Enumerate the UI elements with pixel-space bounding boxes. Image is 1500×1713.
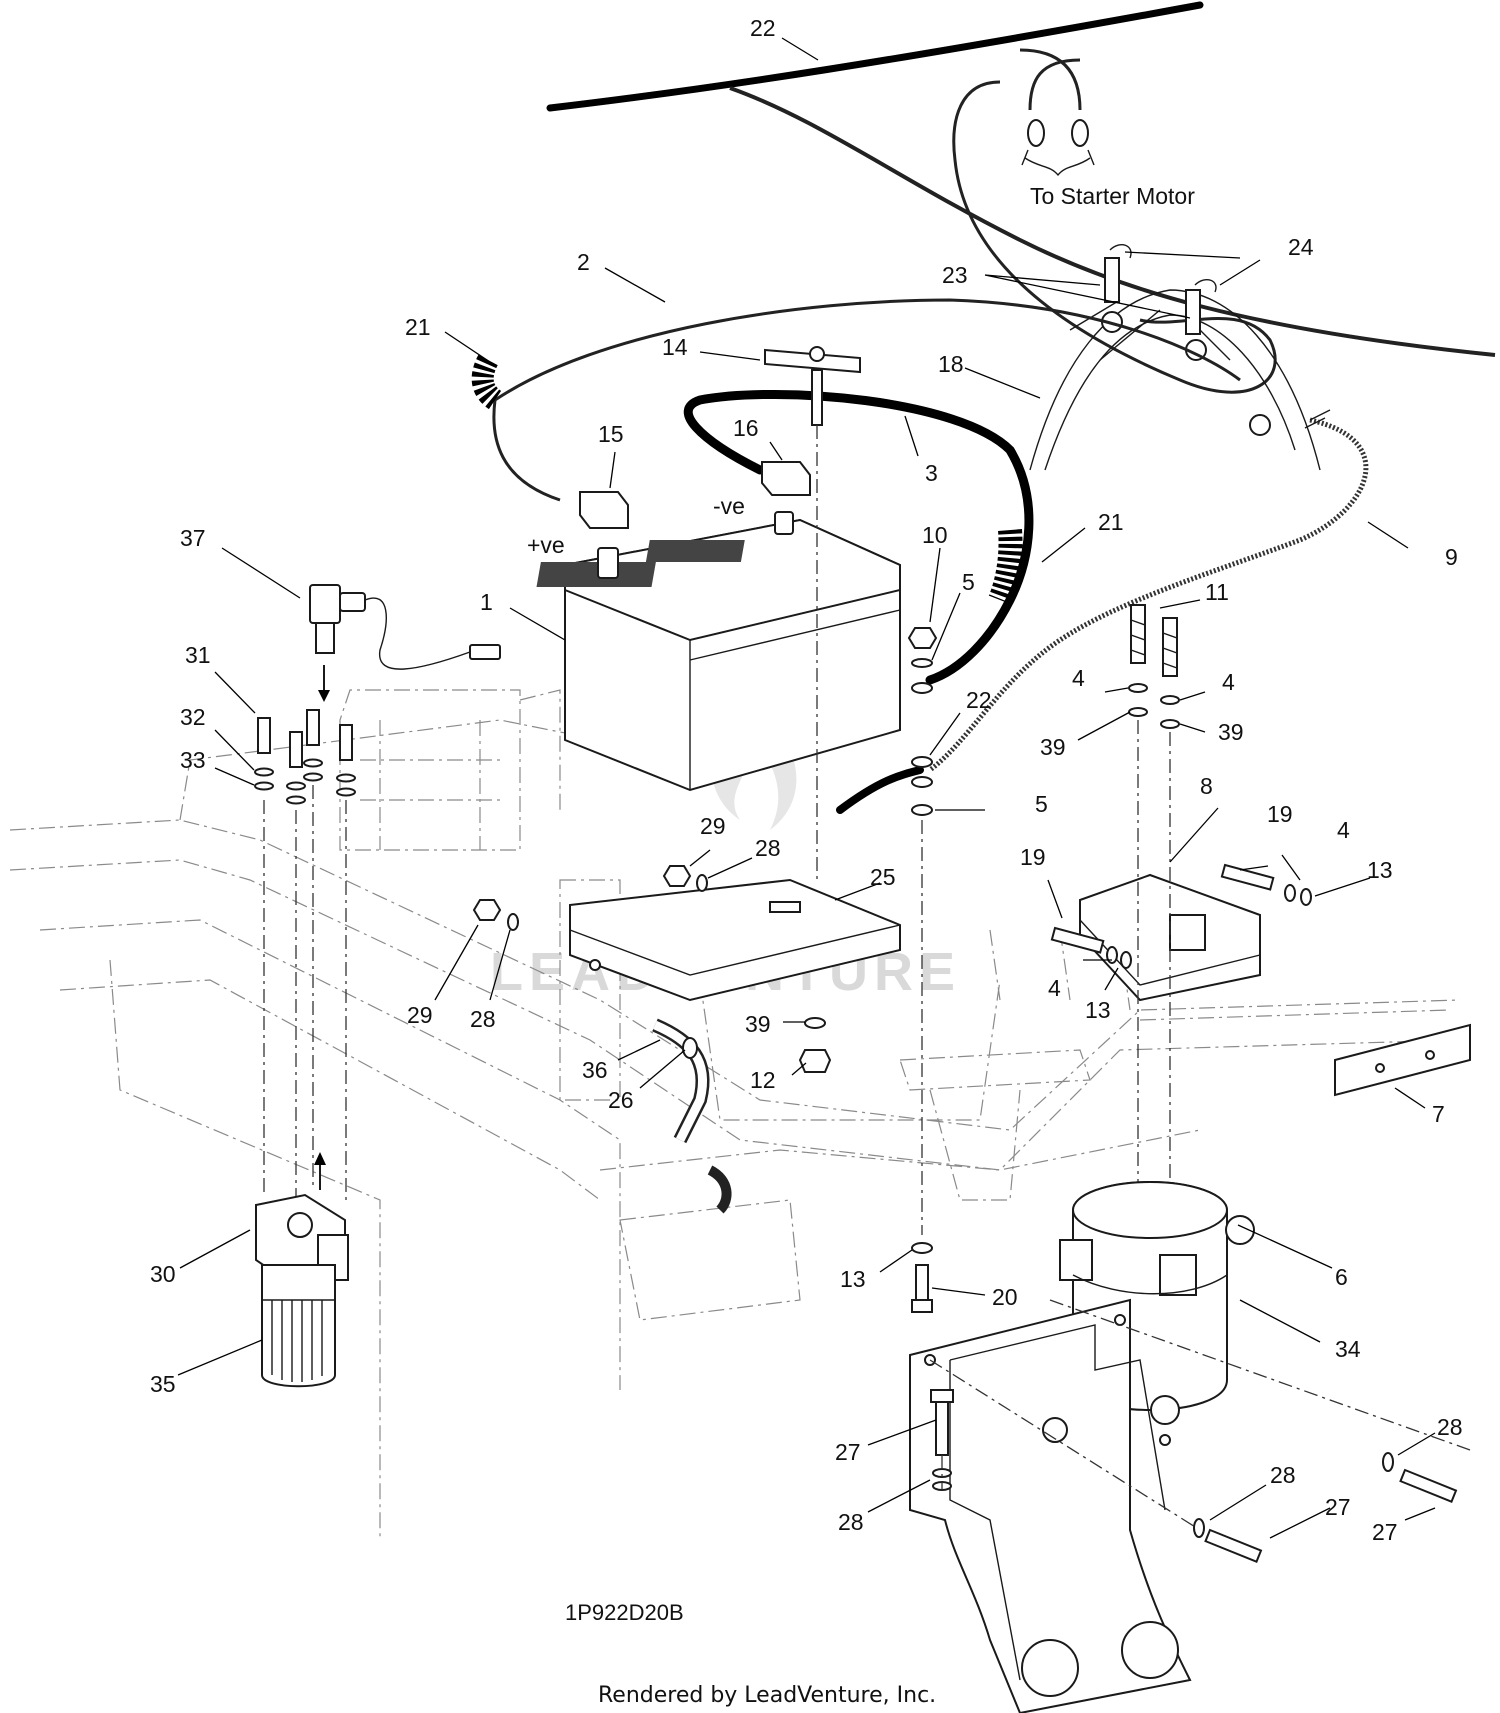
callout-33: 33 [180, 747, 206, 773]
pressure-switch-37 [309, 584, 501, 702]
fasteners-19 [1050, 863, 1312, 969]
callout-28-lower: 28 [470, 1006, 496, 1032]
callout-13-lower: 13 [1085, 997, 1111, 1023]
callout-36: 36 [582, 1057, 608, 1083]
callout-13-far-right: 13 [1367, 857, 1393, 883]
hose-36 [652, 1018, 732, 1214]
fasteners-29 [472, 865, 708, 931]
fender-18 [1029, 257, 1321, 471]
callout-29-lower: 29 [407, 1002, 433, 1028]
cable-2 [471, 298, 1241, 502]
callout-21-right: 21 [1098, 509, 1124, 535]
terminal-cover-16 [761, 461, 811, 496]
note-positive: +ve [527, 532, 565, 558]
callout-21-top: 21 [405, 314, 431, 340]
callout-24: 24 [1288, 234, 1314, 260]
frame-phantom [9, 689, 1461, 1540]
callout-31: 31 [185, 642, 211, 668]
callout-12: 12 [750, 1067, 776, 1093]
callout-25: 25 [870, 864, 896, 890]
callout-4-far-right: 4 [1337, 817, 1350, 843]
callout-26: 26 [608, 1087, 634, 1113]
callout-9: 9 [1445, 544, 1458, 570]
callout-4-right: 4 [1222, 669, 1235, 695]
harness-22: To Starter Motor [546, 1, 1496, 394]
callout-7: 7 [1432, 1101, 1445, 1127]
callout-28-bracket: 28 [1270, 1462, 1296, 1488]
callout-37: 37 [180, 525, 206, 551]
callout-8: 8 [1200, 773, 1213, 799]
cable-3 [683, 389, 1034, 814]
cable-9 [928, 409, 1369, 772]
filter-35 [261, 1264, 336, 1388]
callout-10: 10 [922, 522, 948, 548]
hold-down-14 [764, 346, 861, 426]
callout-5-bottom: 5 [1035, 791, 1048, 817]
callout-32: 32 [180, 704, 206, 730]
callout-labels: 22 24 23 2 21 14 18 15 16 3 9 37 1 10 5 … [150, 15, 1463, 1545]
callout-5-top: 5 [962, 569, 975, 595]
callout-18: 18 [938, 351, 964, 377]
callout-34: 34 [1335, 1336, 1361, 1362]
note-to-starter-motor: To Starter Motor [1030, 183, 1195, 209]
battery-tray-25 [569, 425, 901, 1002]
callout-39-lower: 39 [745, 1011, 771, 1037]
callout-28-far-right: 28 [1437, 1414, 1463, 1440]
callout-16: 16 [733, 415, 759, 441]
callout-2: 2 [577, 249, 590, 275]
strap-7 [1334, 1023, 1471, 1097]
callout-13-bottom: 13 [840, 1266, 866, 1292]
fasteners-10 [798, 627, 938, 1313]
callout-11: 11 [1205, 579, 1229, 605]
clips-23 [1109, 244, 1217, 293]
callout-22-terminal: 22 [966, 687, 992, 713]
callout-22-harness: 22 [750, 15, 776, 41]
render-credit: Rendered by LeadVenture, Inc. [598, 1683, 936, 1708]
callout-27-left: 27 [835, 1439, 861, 1465]
note-negative: -ve [713, 493, 745, 519]
leader-lines [177, 37, 1436, 1539]
callout-19-right: 19 [1267, 801, 1293, 827]
callout-6: 6 [1335, 1264, 1348, 1290]
callout-27-far-right: 27 [1372, 1519, 1398, 1545]
callout-30: 30 [150, 1261, 176, 1287]
drawing-number: 1P922D20B [565, 1600, 684, 1625]
callout-3: 3 [925, 460, 938, 486]
fasteners-31 [254, 709, 356, 1200]
callout-23: 23 [942, 262, 968, 288]
callout-27-middle: 27 [1325, 1494, 1351, 1520]
callout-14: 14 [662, 334, 688, 360]
battery-1: +ve -ve [527, 493, 901, 792]
callout-28-left: 28 [838, 1509, 864, 1535]
callout-4-left: 4 [1072, 665, 1085, 691]
callout-39-right: 39 [1218, 719, 1244, 745]
callout-29-upper: 29 [700, 813, 726, 839]
fasteners-11 [1128, 604, 1180, 1225]
callout-35: 35 [150, 1371, 176, 1397]
callout-4-lower: 4 [1048, 975, 1061, 1001]
terminal-cover-15 [579, 491, 629, 529]
callout-39-left: 39 [1040, 734, 1066, 760]
callout-19-left: 19 [1020, 844, 1046, 870]
callout-15: 15 [598, 421, 624, 447]
callout-28-upper: 28 [755, 835, 781, 861]
mount-bracket [909, 1298, 1471, 1713]
callout-20: 20 [992, 1284, 1018, 1310]
callout-1: 1 [480, 589, 493, 615]
